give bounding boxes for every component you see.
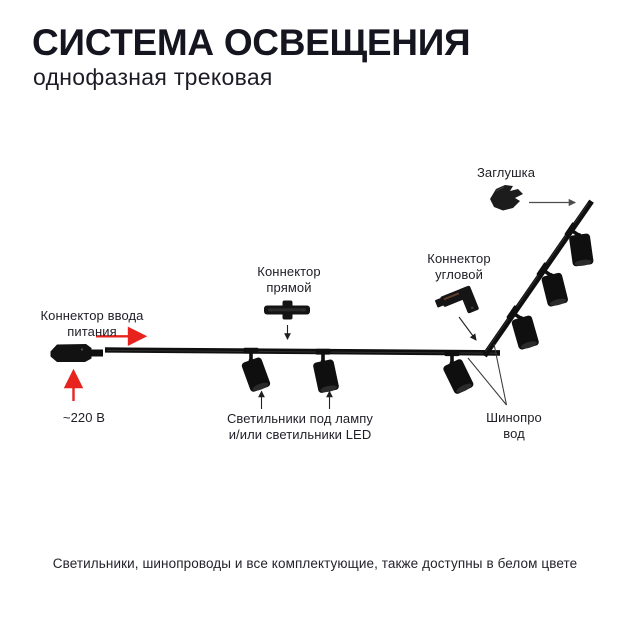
spotlight <box>313 348 339 393</box>
label-end-cap: Заглушка <box>456 165 556 181</box>
spotlight <box>443 350 474 394</box>
corner-connector-pointer-arrow <box>458 316 477 341</box>
label-corner-connector: Коннектор угловой <box>427 251 491 282</box>
footer-note: Светильники, шинопроводы и все комплекту… <box>52 556 578 571</box>
track-pointer-line <box>467 357 507 406</box>
spotlight <box>536 262 568 307</box>
spotlight <box>506 305 539 350</box>
page-subtitle: однофазная трековая <box>33 64 273 90</box>
corner-connector-icon <box>435 285 479 314</box>
power-connector-icon <box>50 344 103 362</box>
straight-connector-icon <box>264 300 310 320</box>
spotlight <box>241 347 271 392</box>
label-lights: Светильники под лампу и/или светильники … <box>226 411 374 442</box>
label-power-connector: Коннектор ввода питания <box>40 308 144 339</box>
label-voltage: ~220 В <box>62 410 106 425</box>
label-straight-connector: Коннектор прямой <box>257 264 321 295</box>
spotlight <box>564 222 594 267</box>
page-title: СИСТЕМА ОСВЕЩЕНИЯ <box>32 22 471 63</box>
end-cap-icon <box>490 185 523 211</box>
track-pointer-line <box>493 343 508 406</box>
label-end-cap-text: Заглушка <box>476 165 536 180</box>
track-horizontal <box>105 347 500 356</box>
label-track: Шинопро вод <box>486 410 542 441</box>
